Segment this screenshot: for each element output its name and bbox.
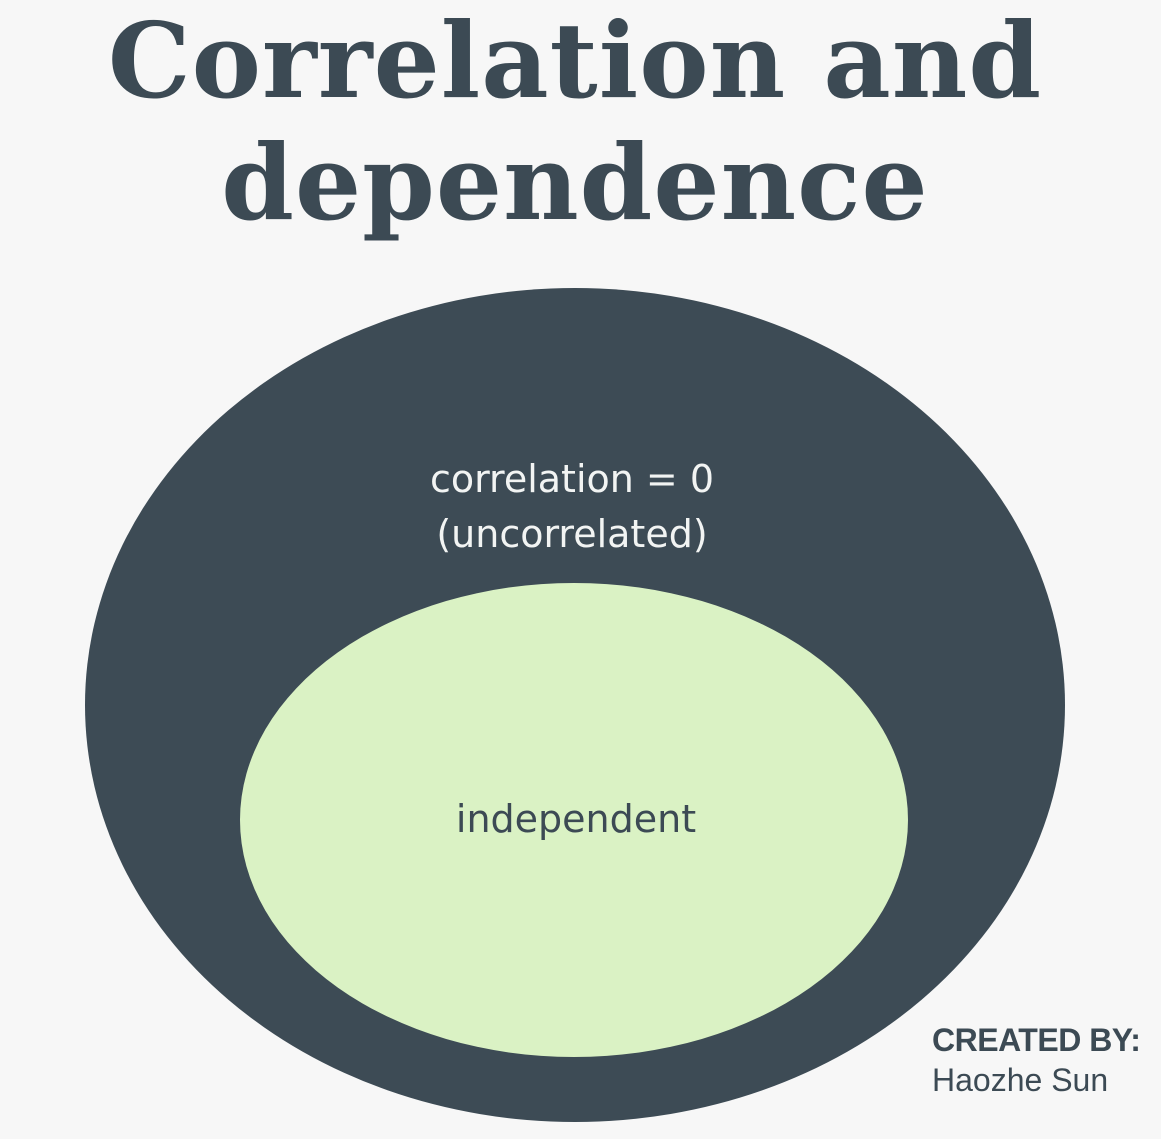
- credit-block: CREATED BY: Haozhe Sun: [932, 1020, 1141, 1100]
- credit-heading: CREATED BY:: [932, 1022, 1141, 1058]
- page-title: Correlation and dependence: [0, 0, 1150, 244]
- inner-set-independent: [240, 583, 908, 1057]
- credit-author-name: Haozhe Sun: [932, 1062, 1109, 1098]
- inner-set-label: independent: [456, 797, 696, 841]
- outer-set-label-line-1: correlation = 0: [430, 457, 714, 501]
- title-line-2: dependence: [221, 121, 929, 244]
- title-line-1: Correlation and: [107, 0, 1043, 122]
- outer-set-label-line-2: (uncorrelated): [436, 512, 707, 556]
